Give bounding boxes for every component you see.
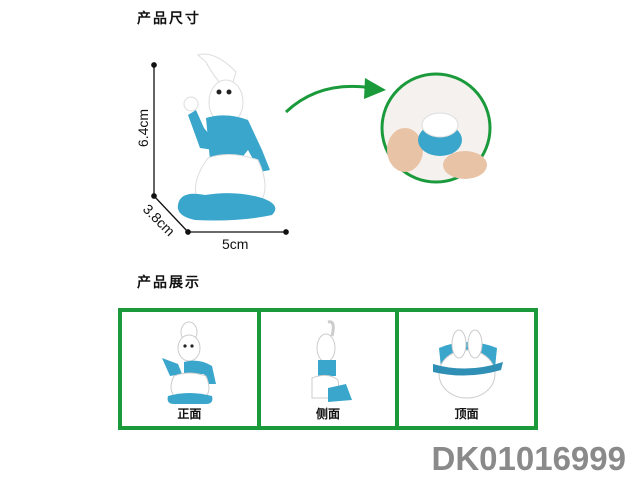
- view-label: 正面: [177, 407, 202, 421]
- product-dimension-figure: [151, 53, 492, 235]
- product-views: 正面 侧面 顶面: [118, 308, 538, 430]
- arrow-head-icon: [364, 78, 386, 99]
- product-code: DK01016999: [431, 440, 627, 477]
- rabbit-side-image: [311, 320, 352, 402]
- view-side: 侧面: [260, 312, 396, 426]
- height-label: 6.4cm: [135, 108, 152, 148]
- dimension-lines: [151, 62, 289, 235]
- arrow-curve: [284, 84, 373, 114]
- detail-circle-photo: [380, 72, 492, 184]
- rabbit-front-image: [162, 321, 217, 404]
- rabbit-top-image: [432, 329, 503, 399]
- view-top: 顶面: [399, 312, 535, 426]
- size-heading: 产品尺寸: [137, 11, 201, 27]
- view-label: 侧面: [316, 407, 341, 421]
- width-label: 5cm: [222, 236, 249, 252]
- display-heading: 产品展示: [137, 275, 201, 291]
- view-label: 顶面: [454, 407, 479, 421]
- view-front: 正面: [122, 312, 257, 426]
- rabbit-toy-main: [177, 53, 276, 221]
